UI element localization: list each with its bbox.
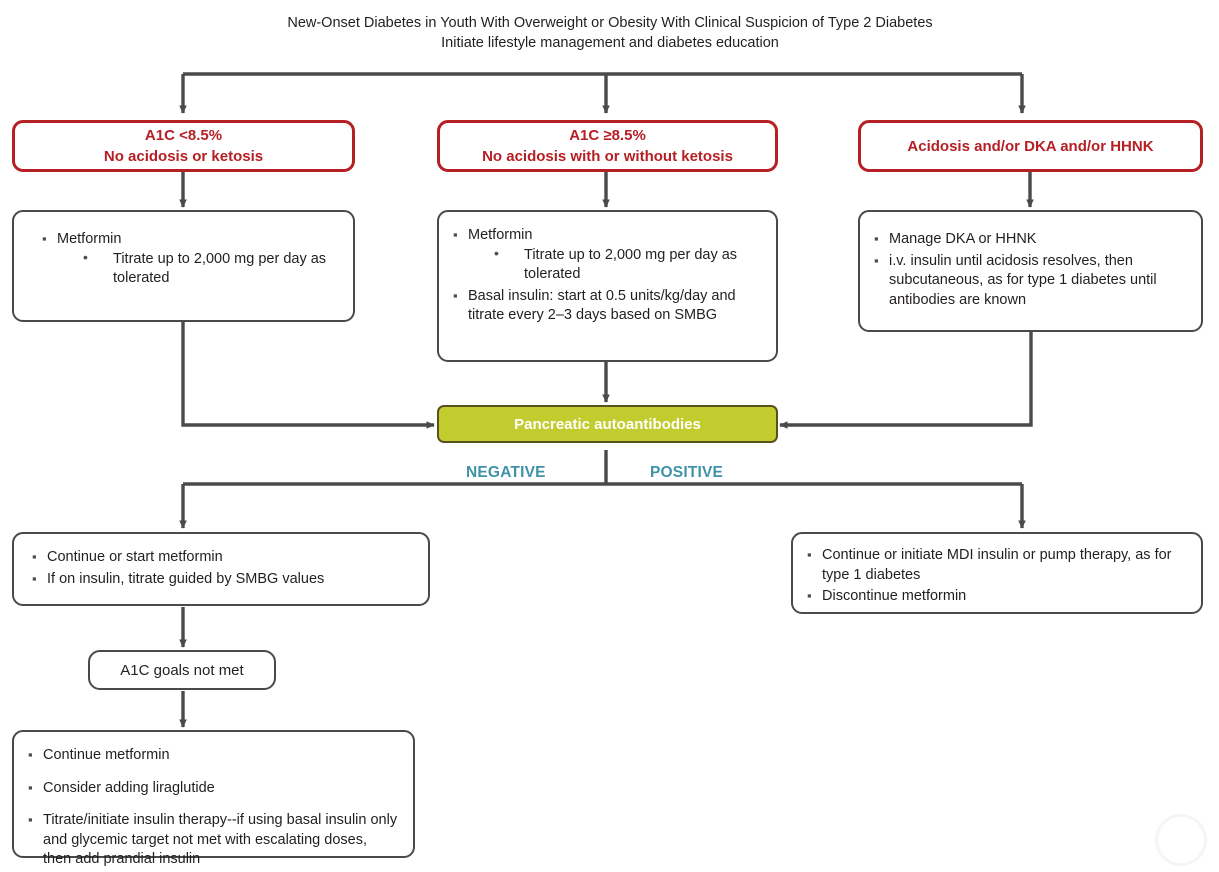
list-item: Titrate up to 2,000 mg per day as tolera… xyxy=(57,248,339,289)
treatment-box-left[interactable]: Metformin Titrate up to 2,000 mg per day… xyxy=(12,210,355,322)
criteria-middle-line-2: No acidosis with or without ketosis xyxy=(482,148,733,165)
page-title: New-Onset Diabetes in Youth With Overwei… xyxy=(160,13,1060,53)
criteria-box-left[interactable]: A1C <8.5% No acidosis or ketosis xyxy=(12,120,355,172)
decision-box-pancreatic-autoantibodies[interactable]: Pancreatic autoantibodies xyxy=(437,405,778,443)
list-item: Basal insulin: start at 0.5 units/kg/day… xyxy=(453,286,762,326)
criteria-left-line-2: No acidosis or ketosis xyxy=(103,148,264,165)
list-item: Discontinue metformin xyxy=(807,586,1187,607)
criteria-box-middle[interactable]: A1C ≥8.5% No acidosis with or without ke… xyxy=(437,120,778,172)
list-item: Titrate up to 2,000 mg per day as tolera… xyxy=(468,244,762,285)
treatment-middle-sublist: Titrate up to 2,000 mg per day as tolera… xyxy=(468,244,762,285)
list-item: Metformin Titrate up to 2,000 mg per day… xyxy=(453,225,762,285)
criteria-middle-line-1: A1C ≥8.5% xyxy=(569,127,646,144)
connector-right-treatment-to-decision xyxy=(779,332,1033,429)
branch-label-positive: POSITIVE xyxy=(650,464,724,481)
watermark-icon xyxy=(1155,814,1207,866)
list-item: If on insulin, titrate guided by SMBG va… xyxy=(32,569,414,590)
treatment-middle-list: Metformin Titrate up to 2,000 mg per day… xyxy=(453,225,762,326)
treatment-box-middle[interactable]: Metformin Titrate up to 2,000 mg per day… xyxy=(437,210,778,362)
list-item: Continue or initiate MDI insulin or pump… xyxy=(807,545,1187,585)
criteria-box-right[interactable]: Acidosis and/or DKA and/or HHNK xyxy=(858,120,1203,172)
treatment-left-bullet-1: Metformin xyxy=(57,231,122,247)
outcome-box-positive[interactable]: Continue or initiate MDI insulin or pump… xyxy=(791,532,1203,614)
outcome-box-negative[interactable]: Continue or start metformin If on insuli… xyxy=(12,532,430,606)
criteria-left-line-1: A1C <8.5% xyxy=(144,127,223,144)
list-item: Continue or start metformin xyxy=(32,547,414,568)
treatment-middle-bullet-1: Metformin xyxy=(468,227,533,243)
treatment-left-sublist: Titrate up to 2,000 mg per day as tolera… xyxy=(57,248,339,289)
decision-label: Pancreatic autoantibodies xyxy=(514,415,701,433)
treatment-left-list: Metformin Titrate up to 2,000 mg per day… xyxy=(42,229,339,289)
escalation-box[interactable]: Continue metformin Consider adding lirag… xyxy=(12,730,415,867)
gate-label: A1C goals not met xyxy=(120,661,244,679)
list-item: Metformin Titrate up to 2,000 mg per day… xyxy=(42,229,339,289)
treatment-box-right[interactable]: Manage DKA or HHNK i.v. insulin until ac… xyxy=(858,210,1203,332)
list-item: Consider adding liraglutide xyxy=(28,778,399,799)
connector-left-treatment-to-decision xyxy=(181,322,435,429)
list-item: Continue metformin xyxy=(28,745,399,766)
criteria-right-line-1: Acidosis and/or DKA and/or HHNK xyxy=(907,137,1154,155)
title-line-1: New-Onset Diabetes in Youth With Overwei… xyxy=(287,15,933,31)
branch-label-negative: NEGATIVE xyxy=(466,464,546,481)
escalation-list: Continue metformin Consider adding lirag… xyxy=(28,745,399,870)
treatment-right-list: Manage DKA or HHNK i.v. insulin until ac… xyxy=(874,229,1187,311)
outcome-negative-list: Continue or start metformin If on insuli… xyxy=(32,547,414,590)
list-item: Manage DKA or HHNK xyxy=(874,229,1187,250)
outcome-positive-list: Continue or initiate MDI insulin or pump… xyxy=(807,545,1187,607)
list-item: i.v. insulin until acidosis resolves, th… xyxy=(874,251,1187,311)
list-item: Titrate/initiate insulin therapy--if usi… xyxy=(28,810,399,870)
title-line-2: Initiate lifestyle management and diabet… xyxy=(441,35,779,51)
gate-box-a1c-goals-not-met[interactable]: A1C goals not met xyxy=(88,650,276,690)
